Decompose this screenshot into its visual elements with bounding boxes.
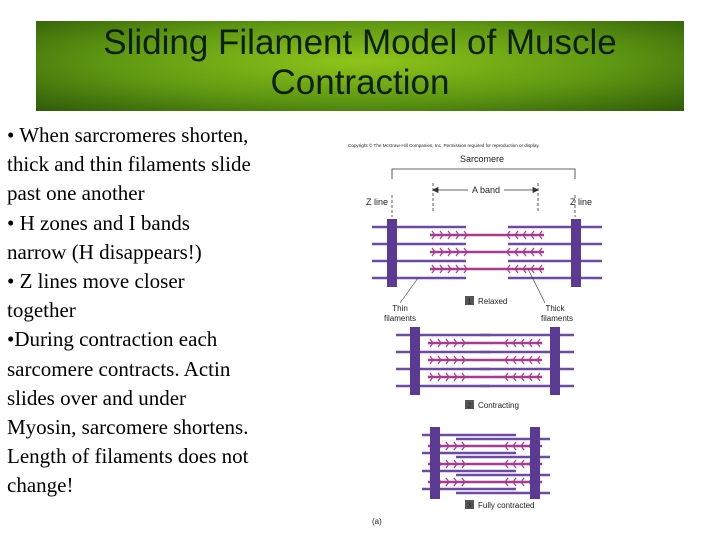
sarcomere-bracket (391, 168, 576, 179)
thin-filaments-pointer (399, 277, 419, 304)
sarcomere-figure: Copyright © The McGraw-Hill Companies, I… (348, 142, 602, 526)
z-disc-left (410, 327, 420, 395)
bullet-line: thick and thin filaments slide (7, 152, 251, 177)
bullet-line: past one another (7, 181, 145, 206)
z-line-dashes (391, 195, 576, 217)
stage-number: 1 (468, 299, 472, 306)
z-line-left-label: Z line (366, 197, 388, 207)
bullet-line: • When sarcromeres shorten, (7, 123, 249, 147)
stage-number-badge (465, 500, 474, 509)
a-band-arrow (432, 183, 539, 211)
panel-label: (a) (372, 517, 382, 526)
stage-number: 3 (468, 503, 472, 510)
stage-contracting-diagram (396, 327, 574, 395)
thick-filaments (430, 230, 544, 274)
stage-label-fully-contracted: Fully contracted (478, 501, 534, 510)
copyright-notice: Copyright © The McGraw-Hill Companies, I… (348, 142, 540, 148)
stage-relaxed-diagram (372, 219, 602, 287)
z-disc-right (571, 219, 581, 287)
title-line-2: Contraction (270, 63, 450, 102)
bullet-line: • H zones and I bands (7, 210, 190, 235)
bullet-text: • When sarcromeres shorten, thick and th… (7, 121, 312, 501)
thick-filaments-label: Thick (545, 304, 565, 313)
z-disc-left (430, 427, 440, 499)
bullet-line: sarcomere contracts. Actin (7, 356, 231, 381)
z-disc-right (530, 427, 540, 499)
z-disc-right (550, 327, 560, 395)
stage-label-contracting: Contracting (478, 401, 519, 410)
title-line-1: Sliding Filament Model of Muscle (103, 23, 617, 62)
thick-filaments-pointer (527, 268, 546, 304)
stage-number: 2 (468, 403, 472, 410)
stage-label-relaxed: Relaxed (478, 297, 507, 306)
bullet-line: narrow (H disappears!) (7, 239, 202, 264)
z-disc-left (387, 219, 397, 287)
bullet-line: slides over and under (7, 385, 187, 410)
z-line-right-label: Z line (570, 197, 592, 207)
title-bar: Sliding Filament Model of Muscle Contrac… (36, 21, 684, 111)
thin-filaments-label: Thin (392, 304, 408, 313)
stage-number-badge (465, 400, 474, 409)
stage-fully-contracted-diagram (422, 427, 550, 499)
thick-filaments (428, 338, 542, 382)
thick-filaments-label: filaments (541, 314, 573, 323)
bullet-line: •During contraction each (7, 327, 218, 352)
sarcomere-label: Sarcomere (460, 154, 504, 164)
a-band-label: A band (472, 185, 500, 195)
thick-filaments (428, 441, 542, 487)
bullet-line: change! (7, 473, 74, 498)
bullet-line: Myosin, sarcomere shortens. (7, 415, 249, 440)
bullet-line: Length of filaments does not (7, 444, 249, 469)
stage-number-badge (465, 296, 474, 305)
bullet-line: • Z lines move closer (7, 269, 185, 294)
thin-filaments-label: filaments (384, 314, 416, 323)
bullet-line: together (7, 298, 76, 323)
